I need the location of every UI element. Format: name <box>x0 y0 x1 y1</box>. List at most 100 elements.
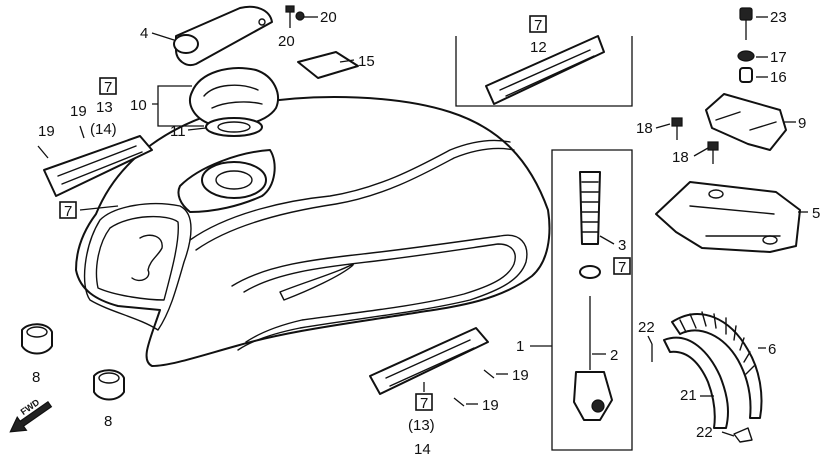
label-16: 16 <box>770 69 787 86</box>
label-5: 5 <box>812 205 820 222</box>
leader-3 <box>599 235 615 245</box>
emblem-12-group <box>455 35 633 107</box>
cushion-8a-top <box>26 326 48 338</box>
heat-guard-hole-1 <box>708 189 724 199</box>
label-14-paren: (14) <box>90 121 117 138</box>
label-7-13: 7 <box>104 79 112 96</box>
label-10: 10 <box>130 97 147 114</box>
label-12: 12 <box>530 39 547 56</box>
label-13-paren: (13) <box>408 417 435 434</box>
heat-guard-5 <box>655 181 801 253</box>
cap-bracket-boss <box>173 34 199 54</box>
mount-bolt-stack <box>737 7 755 83</box>
leader-lines <box>79 16 808 437</box>
label-19-13: 19 <box>70 103 87 120</box>
fuel-cap-assembly <box>189 67 279 137</box>
pin-19-lower-a <box>483 369 495 379</box>
label-6: 6 <box>768 341 776 358</box>
fuel-cap-ridge <box>203 84 259 97</box>
fuel-cap <box>189 67 279 128</box>
label-19a: 19 <box>38 123 55 140</box>
label-23: 23 <box>770 9 787 26</box>
rubber-mount-detail <box>715 111 777 131</box>
collar-16 <box>739 67 753 83</box>
label-17: 17 <box>770 49 787 66</box>
ref-box-7-12 <box>529 15 547 33</box>
label-7-14: 7 <box>420 395 428 412</box>
tank-front-panel <box>83 203 192 331</box>
leader-22b <box>721 431 735 437</box>
label-7-12: 7 <box>534 17 542 34</box>
heat-guard-hole-2 <box>762 235 778 245</box>
label-13: 13 <box>96 99 113 116</box>
fwd-indicator: FWD <box>9 397 53 433</box>
label-1: 1 <box>516 338 524 355</box>
screw-20a-head <box>285 5 295 13</box>
fuel-cap-gasket <box>205 117 263 137</box>
fuel-tank <box>75 96 551 367</box>
arrow-left-icon <box>9 400 53 433</box>
label-11: 11 <box>170 123 186 140</box>
leader-11 <box>187 127 207 131</box>
label-14: 14 <box>414 441 431 458</box>
label-7-3: 7 <box>618 259 626 276</box>
fuel-strainer-mesh <box>581 181 599 233</box>
leader-18a <box>655 123 671 129</box>
label-19c: 19 <box>482 397 499 414</box>
label-18b: 18 <box>672 149 689 166</box>
filler-neck-inner <box>215 170 253 190</box>
label-9: 9 <box>798 115 806 132</box>
tank-stripe-3 <box>231 234 528 351</box>
ref-box-7-tank <box>59 201 77 219</box>
bolts-18 <box>671 117 719 164</box>
pin-19-lower-b <box>453 397 465 407</box>
leader-15 <box>339 59 355 63</box>
label-22b: 22 <box>696 424 713 441</box>
fuel-cap-lever <box>211 101 263 109</box>
strainer-oring <box>579 265 601 279</box>
emblem-upper-lettering <box>57 145 143 185</box>
emblem-12-lettering <box>499 49 595 97</box>
rubber-mount-9 <box>705 93 787 151</box>
cap-bracket-hole <box>258 18 266 26</box>
tank-stripe-4 <box>243 243 516 343</box>
fuel-hose-coils <box>679 311 755 375</box>
fuel-hose-spring-6 <box>671 313 763 419</box>
cap-bracket-body <box>175 5 273 66</box>
leader-22a <box>647 335 653 345</box>
cushion-8a <box>21 323 53 355</box>
label-4: 4 <box>140 25 148 42</box>
cushion-8b-body <box>93 369 125 401</box>
label-7-tank: 7 <box>64 203 72 220</box>
leader-10 <box>152 85 204 127</box>
fuel-valve-frame <box>551 149 633 451</box>
tank-panel-inner <box>95 215 180 301</box>
label-20a: 20 <box>320 9 337 26</box>
emblem-lower-lettering <box>385 339 475 387</box>
tank-knee-grip <box>279 263 354 301</box>
label-19b: 19 <box>512 367 529 384</box>
tank-panel-emblem <box>131 234 163 282</box>
fuel-valve-lever <box>591 399 605 413</box>
washer-17 <box>737 50 755 62</box>
label-8a: 8 <box>32 369 40 386</box>
cap-bracket <box>173 5 273 66</box>
bolt-23 <box>739 7 753 21</box>
cushion-8b-top <box>98 372 120 384</box>
ref-box-7-14 <box>415 393 433 411</box>
pin-19-mid <box>79 125 85 139</box>
cushion-8a-body <box>21 323 53 355</box>
leader-18b <box>693 147 709 157</box>
emblem-12-frame <box>455 36 633 107</box>
tank-stripe-2 <box>195 147 515 251</box>
label-8b: 8 <box>104 413 112 430</box>
fuel-hose-21 <box>663 336 729 429</box>
label-3: 3 <box>618 237 626 254</box>
label-22a: 22 <box>638 319 655 336</box>
emblem-upper <box>37 125 153 197</box>
label-20b: 20 <box>278 33 295 50</box>
fuel-strainer-3 <box>579 171 601 245</box>
rubber-pad-15 <box>297 51 359 79</box>
